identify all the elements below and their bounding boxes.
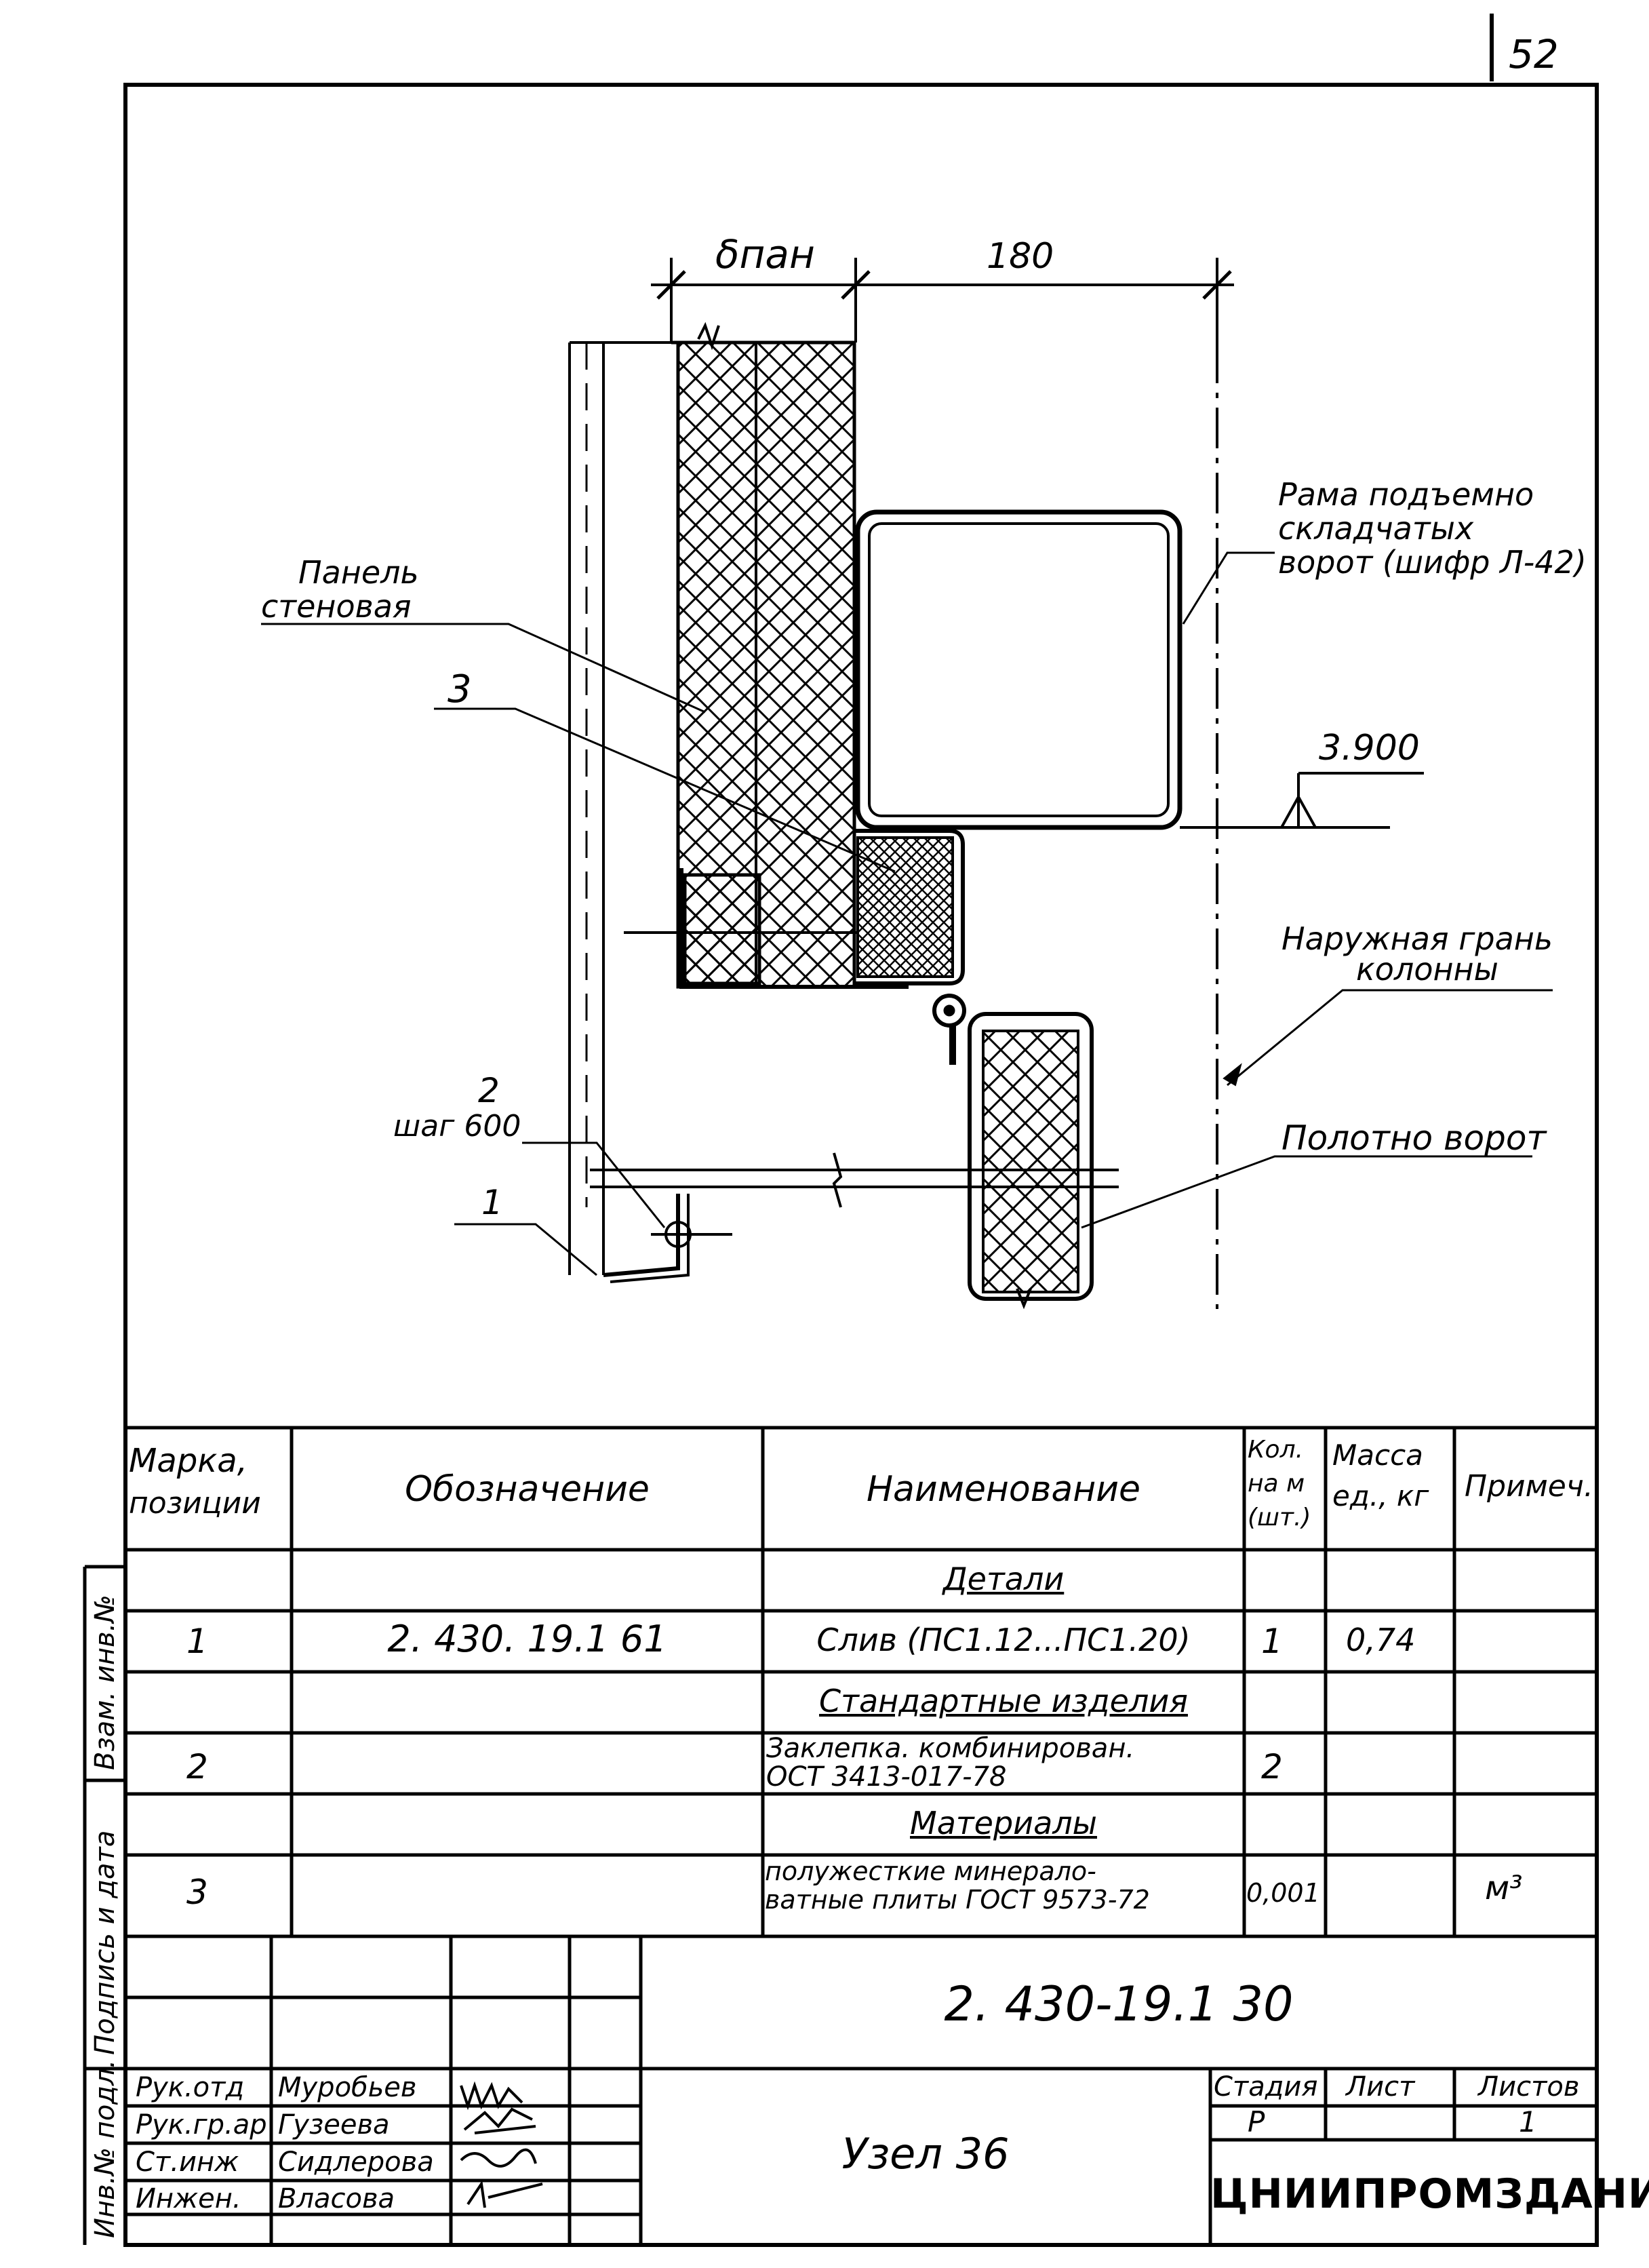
row1-name: Слив (ПС1.12...ПС1.20) (816, 1622, 1191, 1658)
stage-value: Р (1248, 2105, 1265, 2138)
dim-label-panel-thickness: δпан (715, 231, 815, 277)
row3-name-2: ватные плиты ГОСТ 9573-72 (765, 1885, 1150, 1915)
label-panel-1: Панель (298, 554, 419, 591)
organization: ЦНИИПРОМЗДАНИЙ (1210, 2170, 1649, 2218)
row3-name-1: полужесткие минерало- (765, 1856, 1096, 1886)
side-stamp-inv: Инв.№ подл. (90, 2059, 121, 2238)
header-qty-1: Кол. (1248, 1436, 1304, 1464)
label-item-3: 3 (448, 667, 472, 711)
label-item-2: 2 (478, 1071, 500, 1110)
row1-mark: 1 (186, 1622, 208, 1661)
header-qty-2: на м (1248, 1470, 1305, 1498)
label-gate-leaf: Полотно ворот (1282, 1118, 1547, 1158)
row2-qty: 2 (1261, 1747, 1283, 1786)
label-panel-2: стеновая (261, 588, 412, 625)
section-drawing (261, 258, 1553, 1310)
label-gate-frame-1: Рама подъемно (1278, 476, 1534, 513)
row3-mark: 3 (186, 1873, 208, 1912)
person-role-1: Рук.отд (136, 2072, 245, 2103)
elevation-label: 3.900 (1319, 728, 1420, 768)
row3-note: м³ (1485, 1869, 1523, 1907)
dim-label-180: 180 (987, 236, 1054, 277)
label-gate-frame-3: ворот (шифр Л-42) (1278, 544, 1587, 581)
sheets-label: Листов (1478, 2071, 1580, 2103)
row3-qty: 0,001 (1246, 1878, 1320, 1908)
sheet-frame (123, 83, 1599, 2247)
page-number: 52 (1509, 31, 1559, 77)
side-stamp-signature: Подпись и дата (90, 1830, 121, 2055)
row2-mark: 2 (186, 1747, 208, 1786)
person-name-4: Власова (278, 2183, 395, 2214)
header-mass-1: Масса (1332, 1439, 1423, 1472)
person-name-3: Сидлерова (278, 2147, 434, 2178)
header-mark-2: позиции (129, 1486, 261, 1521)
spec-table-grid (83, 1426, 1597, 2245)
section-standard: Стандартные изделия (819, 1683, 1188, 1719)
person-name-1: Муробьев (278, 2072, 417, 2103)
label-column-face-2: колонны (1356, 951, 1498, 988)
section-details: Детали (942, 1561, 1065, 1597)
row1-mass: 0,74 (1346, 1622, 1416, 1658)
row1-designation: 2. 430. 19.1 61 (387, 1618, 667, 1660)
stage-label: Стадия (1214, 2071, 1318, 2103)
header-designation: Обозначение (405, 1469, 650, 1510)
header-name: Наименование (866, 1469, 1141, 1510)
label-step: шаг 600 (393, 1109, 521, 1143)
header-qty-3: (шт.) (1248, 1504, 1311, 1531)
label-column-face-1: Наружная грань (1282, 920, 1553, 957)
signatures (460, 2081, 543, 2208)
header-mass-2: ед., кг (1332, 1479, 1429, 1512)
side-stamp-replace: Взам. инв.№ (90, 1595, 121, 1770)
person-role-4: Инжен. (136, 2183, 241, 2214)
sheet-label: Лист (1346, 2071, 1415, 2103)
header-note: Примеч. (1465, 1469, 1593, 1504)
label-item-1: 1 (481, 1183, 503, 1222)
header-mark-1: Марка, (129, 1442, 247, 1480)
person-role-3: Ст.инж (136, 2147, 239, 2178)
person-name-2: Гузеева (278, 2109, 390, 2140)
section-materials: Материалы (910, 1805, 1097, 1841)
person-role-2: Рук.гр.ар (136, 2109, 267, 2140)
label-gate-frame-2: складчатых (1278, 510, 1474, 547)
row1-qty: 1 (1261, 1622, 1283, 1661)
drawing-title: Узел 36 (841, 2129, 1010, 2178)
row2-name-2: ОСТ 3413-017-78 (766, 1761, 1007, 1793)
doc-number: 2. 430-19.1 30 (944, 1976, 1294, 2032)
row2-name-1: Заклепка. комбинирован. (766, 1733, 1135, 1764)
sheets-value: 1 (1519, 2105, 1537, 2138)
